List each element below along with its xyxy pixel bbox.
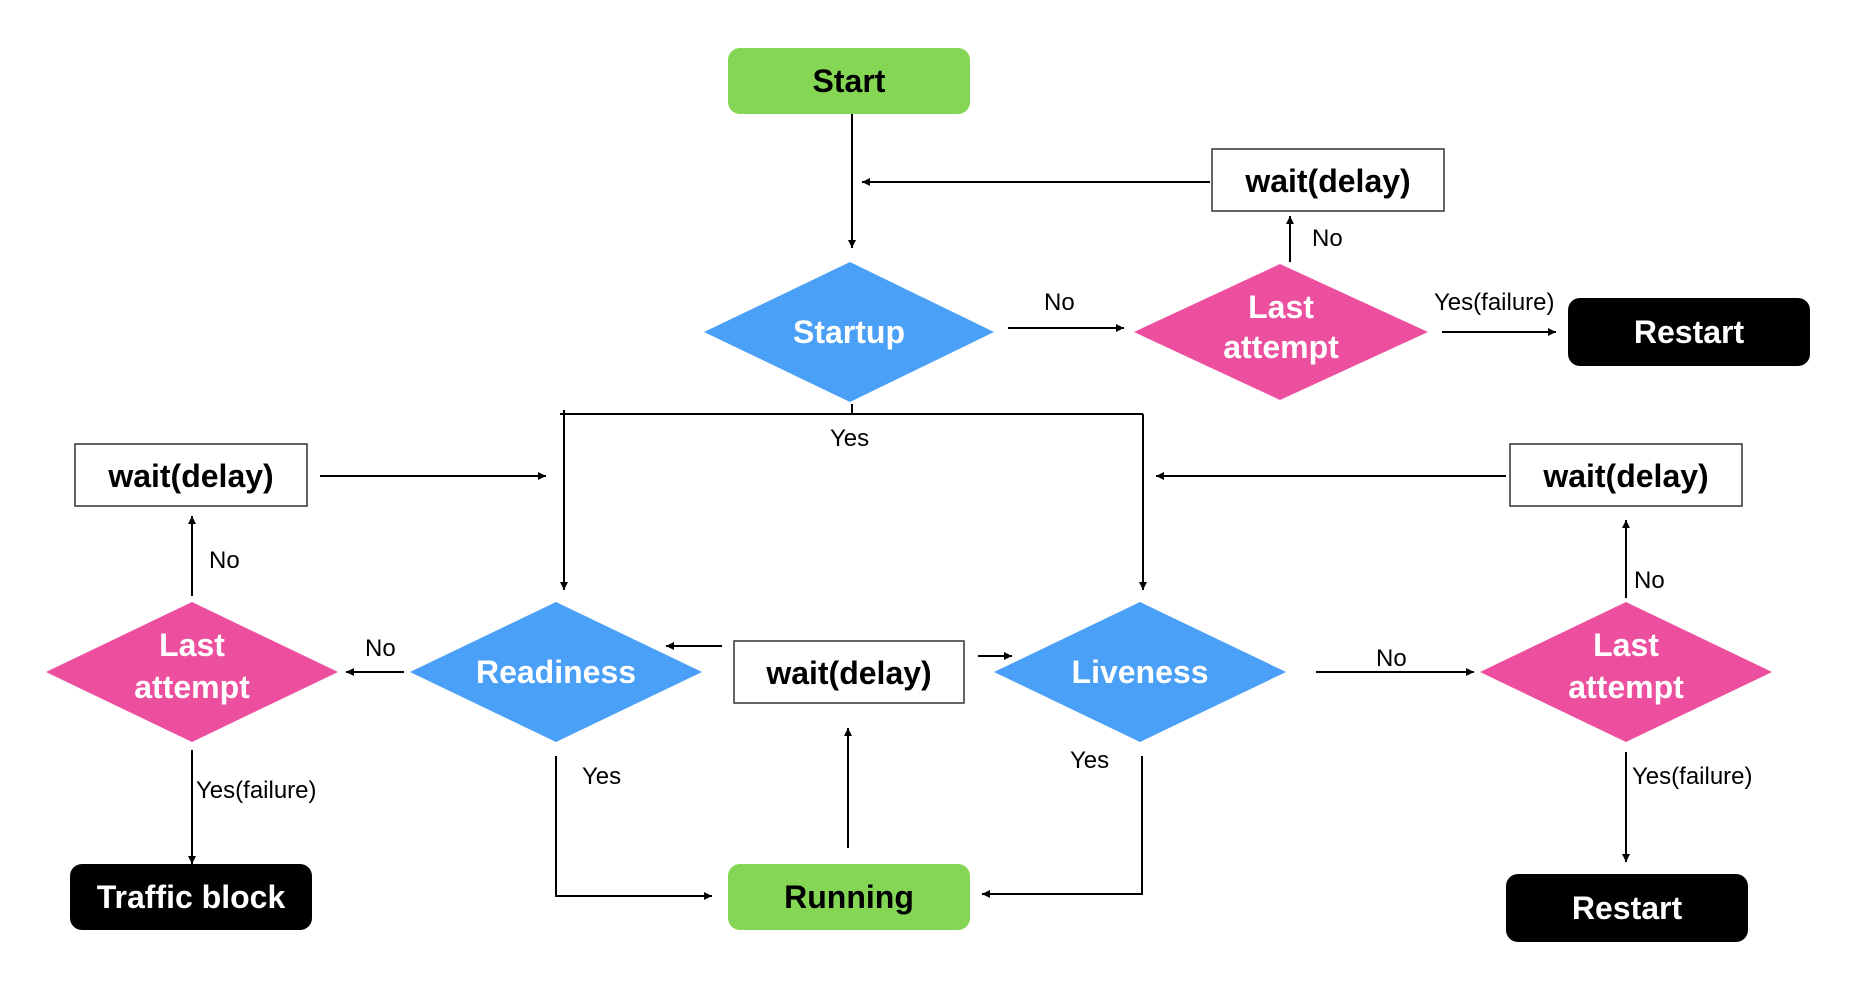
readiness-label: Readiness bbox=[476, 654, 636, 690]
wait-left-box bbox=[74, 443, 308, 507]
start-label: Start bbox=[813, 63, 886, 99]
restart-bottom-box bbox=[1506, 874, 1748, 942]
wait-left-label: wait(delay) bbox=[107, 458, 273, 494]
edges bbox=[188, 114, 1630, 900]
last-attempt-top-label-2: attempt bbox=[1223, 329, 1339, 365]
wait-right-node: wait(delay) bbox=[1509, 443, 1743, 507]
running-node: Running bbox=[728, 864, 970, 930]
traffic-block-label: Traffic block bbox=[97, 879, 286, 915]
startup-node: Startup bbox=[704, 262, 994, 402]
liveness-diamond bbox=[994, 602, 1286, 742]
liveness-label: Liveness bbox=[1072, 654, 1209, 690]
label-topattempt-no: No bbox=[1312, 225, 1343, 252]
last-attempt-right-label-1: Last bbox=[1593, 627, 1659, 663]
wait-center-node: wait(delay) bbox=[733, 640, 965, 704]
traffic-block-box bbox=[70, 864, 312, 930]
edge-liveness-yes bbox=[982, 756, 1143, 898]
label-startup-no: No bbox=[1044, 289, 1075, 316]
wait-center-box bbox=[733, 640, 965, 704]
wait-top-node: wait(delay) bbox=[1211, 148, 1445, 212]
label-rightattempt-yes: Yes(failure) bbox=[1632, 763, 1753, 790]
last-attempt-left-diamond bbox=[46, 602, 338, 742]
label-leftattempt-no: No bbox=[209, 547, 240, 574]
label-readiness-yes: Yes bbox=[582, 763, 621, 790]
wait-top-label: wait(delay) bbox=[1244, 163, 1410, 199]
restart-top-label: Restart bbox=[1634, 314, 1745, 350]
label-readiness-no: No bbox=[365, 635, 396, 662]
restart-top-node: Restart bbox=[1568, 298, 1810, 366]
label-liveness-yes: Yes bbox=[1070, 747, 1109, 774]
edge-readiness-yes bbox=[555, 756, 712, 900]
wait-right-box bbox=[1509, 443, 1743, 507]
running-box bbox=[728, 864, 970, 930]
last-attempt-top-node: Last attempt bbox=[1134, 264, 1428, 400]
last-attempt-left-node: Last attempt bbox=[46, 602, 338, 742]
readiness-node: Readiness bbox=[410, 602, 702, 742]
label-liveness-no: No bbox=[1376, 645, 1407, 672]
label-leftattempt-yes: Yes(failure) bbox=[196, 777, 317, 804]
start-box bbox=[728, 48, 970, 114]
edge-labels: No No Yes(failure) Yes No No Yes(failure… bbox=[196, 225, 1753, 804]
restart-bottom-label: Restart bbox=[1572, 890, 1683, 926]
wait-center-label: wait(delay) bbox=[765, 655, 931, 691]
last-attempt-right-diamond bbox=[1480, 602, 1772, 742]
traffic-block-node: Traffic block bbox=[70, 864, 312, 930]
last-attempt-right-node: Last attempt bbox=[1480, 602, 1772, 742]
last-attempt-left-label-1: Last bbox=[159, 627, 225, 663]
last-attempt-top-label-1: Last bbox=[1248, 289, 1314, 325]
last-attempt-top-diamond bbox=[1134, 264, 1428, 400]
readiness-diamond bbox=[410, 602, 702, 742]
label-startup-yes: Yes bbox=[830, 425, 869, 452]
last-attempt-left-label-2: attempt bbox=[134, 669, 250, 705]
running-label: Running bbox=[784, 879, 914, 915]
liveness-node: Liveness bbox=[994, 602, 1286, 742]
restart-top-box bbox=[1568, 298, 1810, 366]
start-node: Start bbox=[728, 48, 970, 114]
wait-left-node: wait(delay) bbox=[74, 443, 308, 507]
last-attempt-right-label-2: attempt bbox=[1568, 669, 1684, 705]
wait-top-box bbox=[1211, 148, 1445, 212]
startup-diamond bbox=[704, 262, 994, 402]
restart-bottom-node: Restart bbox=[1506, 874, 1748, 942]
label-rightattempt-no: No bbox=[1634, 567, 1665, 594]
wait-right-label: wait(delay) bbox=[1542, 458, 1708, 494]
startup-label: Startup bbox=[793, 314, 905, 350]
label-topattempt-yes: Yes(failure) bbox=[1434, 289, 1555, 316]
